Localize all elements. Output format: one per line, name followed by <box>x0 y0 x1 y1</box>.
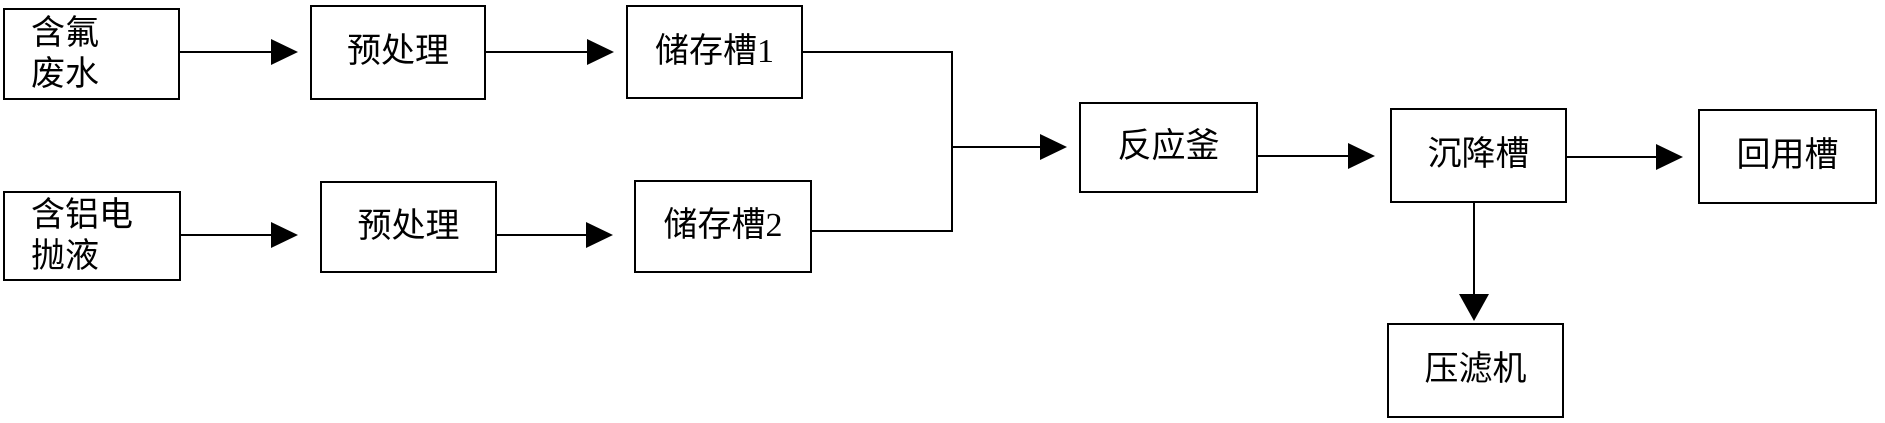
node-filter-press: 压滤机 <box>1387 323 1564 418</box>
arrowhead-right-icon <box>271 222 298 248</box>
arrowhead-right-icon <box>1656 144 1683 170</box>
connector-line <box>803 51 953 53</box>
connector-line <box>951 146 1041 148</box>
node-settling-tank: 沉降槽 <box>1390 108 1567 203</box>
node-label-line: 废水 <box>31 56 99 93</box>
node-label: 储存槽1 <box>655 32 774 70</box>
node-label: 预处理 <box>347 33 449 71</box>
connector-line <box>497 234 587 236</box>
node-pretreatment-2: 预处理 <box>320 181 497 273</box>
node-label: 预处理 <box>357 207 460 245</box>
node-label: 回用槽 <box>1736 137 1839 175</box>
connector-line <box>486 51 588 53</box>
node-label: 压滤机 <box>1424 351 1527 389</box>
arrowhead-right-icon <box>1040 134 1067 160</box>
node-label: 储存槽2 <box>663 207 783 245</box>
node-label: 沉降槽 <box>1427 136 1530 174</box>
node-label-line: 含铝电 <box>31 197 133 234</box>
node-reactor: 反应釜 <box>1079 102 1258 193</box>
node-aluminum-electropolish-liquid: 含铝电 抛液 <box>3 191 181 281</box>
node-label: 反应釜 <box>1117 128 1220 166</box>
arrowhead-right-icon <box>1348 143 1375 169</box>
connector-line <box>1473 203 1475 296</box>
connector-line <box>812 230 953 232</box>
connector-line <box>180 51 272 53</box>
node-label-line: 含氟 <box>31 15 99 52</box>
arrowhead-right-icon <box>587 39 614 65</box>
arrowhead-down-icon <box>1459 294 1489 321</box>
node-reuse-tank: 回用槽 <box>1698 109 1877 204</box>
node-pretreatment-1: 预处理 <box>310 5 486 100</box>
connector-line <box>1567 156 1657 158</box>
connector-line <box>951 51 953 232</box>
connector-line <box>181 234 272 236</box>
connector-line <box>1258 155 1349 157</box>
node-fluoride-wastewater: 含氟 废水 <box>3 8 180 100</box>
node-label-line: 抛液 <box>31 238 99 275</box>
node-storage-tank-2: 储存槽2 <box>634 180 812 273</box>
arrowhead-right-icon <box>271 39 298 65</box>
node-storage-tank-1: 储存槽1 <box>626 5 803 99</box>
arrowhead-right-icon <box>586 222 613 248</box>
